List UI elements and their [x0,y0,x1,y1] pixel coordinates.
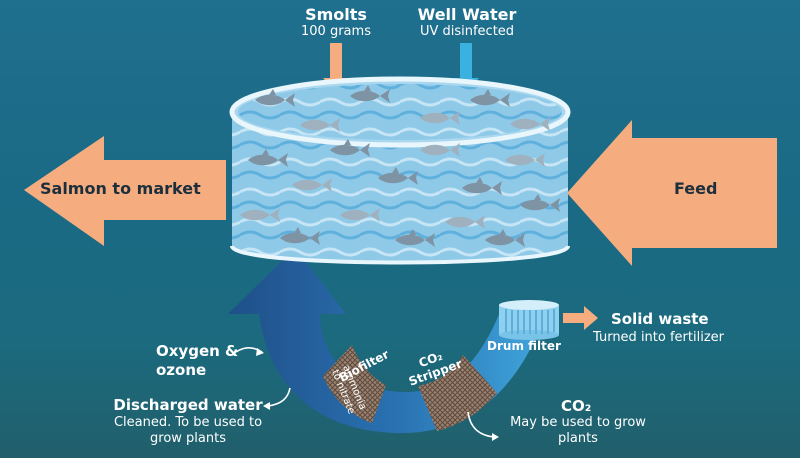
well-water-subtitle: UV disinfected [419,24,515,39]
solid-waste-arrow [563,306,598,330]
biofilter-mesh [323,345,386,423]
feed-label: Feed [674,179,718,198]
oxygen-ozone-label: Oxygen & ozone [156,342,239,379]
solid-waste-subtitle: Turned into fertilizer [593,330,724,345]
smolts-title: Smolts [305,5,367,24]
co2-title: CO₂ [561,397,592,415]
salmon-to-market-arrow [24,136,226,246]
solid-waste-title: Solid waste [611,310,709,328]
discharge-pointer-arrow [267,387,291,407]
fish-tank [229,76,571,265]
co2-subtitle: May be used to grow plants [510,415,646,446]
drum-filter [499,300,559,340]
co2-pointer-arrow [467,411,496,438]
salmon-to-market-label: Salmon to market [40,179,201,198]
discharged-water-title: Discharged water [113,396,263,414]
discharged-water-subtitle: Cleaned. To be used to grow plants [113,415,263,446]
well-water-title: Well Water [417,5,517,24]
drum-filter-label: Drum filter [487,339,561,353]
smolts-subtitle: 100 grams [301,24,371,39]
feed-arrow [567,120,777,266]
stripper-mesh [418,355,497,431]
